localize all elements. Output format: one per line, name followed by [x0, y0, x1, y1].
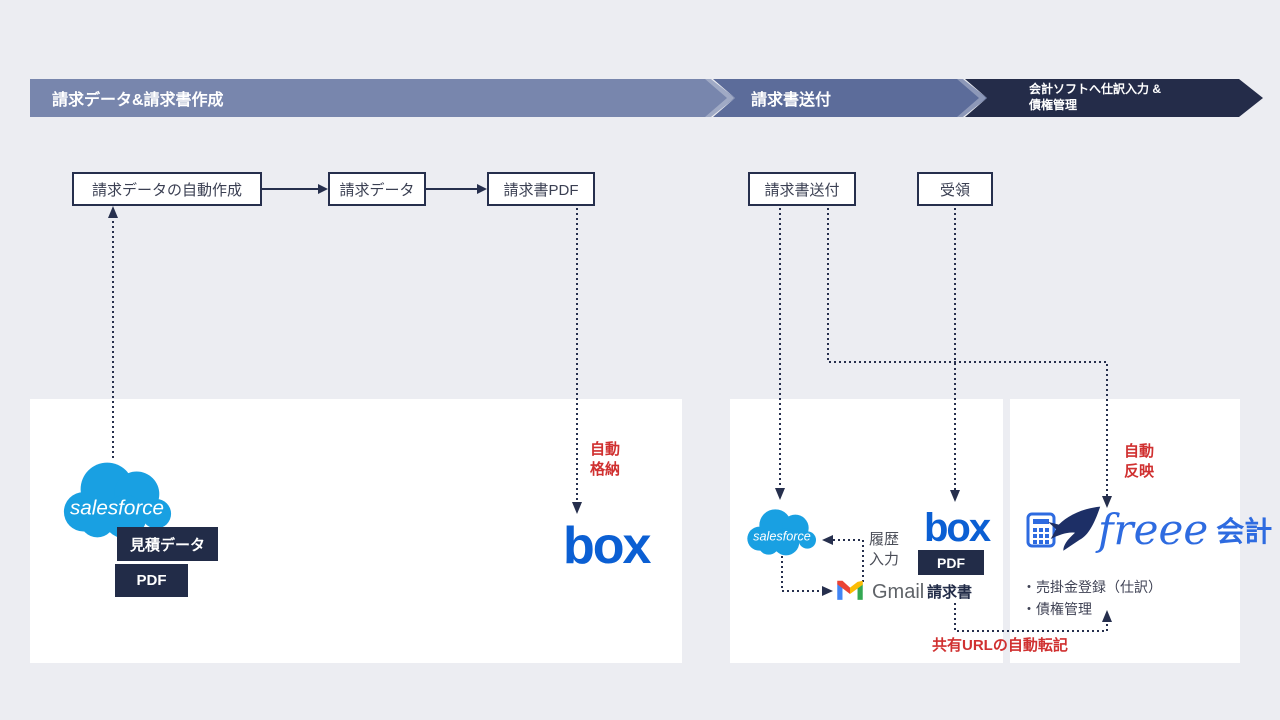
flow-box-label: 請求データの自動作成: [91, 181, 242, 199]
freee-logo: freee 会計: [1026, 506, 1272, 554]
tag-label: 見積データ: [129, 536, 205, 554]
tag-pdf: PDF: [918, 550, 984, 575]
flow-box-receive: 受領: [917, 172, 993, 206]
banner-step-label: 会計ソフトへ仕訳入力 & 債権管理: [1029, 82, 1162, 112]
note-auto-store: 自動 格納: [590, 441, 621, 479]
box-logo: box: [563, 517, 651, 575]
freee-feature-item: ・売掛金登録（仕訳）: [1022, 579, 1162, 595]
label-invoice: 請求書: [927, 584, 973, 601]
flow-box-label: 受領: [939, 181, 970, 199]
flow-box-invoice-send: 請求書送付: [748, 172, 856, 206]
tag-label: PDF: [937, 554, 965, 571]
freee-logo-text: freee: [1098, 505, 1209, 554]
flow-box-invoice-data: 請求データ: [328, 172, 426, 206]
tag-quote-data: 見積データ: [117, 527, 218, 561]
freee-logo-suffix: 会計: [1216, 516, 1273, 547]
banner-step-label: 請求データ&請求書作成: [52, 92, 224, 109]
flow-box-auto-create-invoice-data: 請求データの自動作成: [72, 172, 262, 206]
note-history-input: 履歴 入力: [869, 531, 900, 569]
flow-box-label: 請求書送付: [764, 181, 840, 199]
banner-step-accounting: 会計ソフトへ仕訳入力 & 債権管理: [965, 79, 1263, 117]
note-auto-reflect: 自動 反映: [1124, 443, 1155, 481]
freee-feature-item: ・債権管理: [1022, 600, 1092, 617]
flow-box-label: 請求書PDF: [503, 181, 579, 199]
calculator-icon: [1026, 512, 1056, 548]
box-logo: box: [924, 506, 991, 550]
freee-feature-list: ・売掛金登録（仕訳） ・債権管理: [1022, 577, 1162, 620]
salesforce-logo-text: salesforce: [753, 530, 811, 544]
banner-step-invoice-sending: 請求書送付: [713, 79, 987, 117]
banner-step-label: 請求書送付: [751, 92, 832, 109]
banner-step-invoice-creation: 請求データ&請求書作成: [30, 79, 735, 117]
arrow-data-to-pdf: [426, 184, 487, 194]
flow-box-invoice-pdf: 請求書PDF: [487, 172, 595, 206]
gmail-logo-icon: [837, 580, 863, 600]
flow-box-label: 請求データ: [339, 181, 415, 199]
swallow-bird-icon: [1048, 506, 1101, 551]
tag-label: PDF: [136, 572, 167, 589]
tag-pdf: PDF: [115, 564, 188, 597]
gmail-logo-text: Gmail: [872, 581, 925, 603]
salesforce-logo-text: salesforce: [70, 497, 164, 520]
arrow-create-to-data: [262, 184, 328, 194]
note-shared-url: 共有URLの自動転記: [932, 637, 1068, 654]
salesforce-logo-icon: salesforce: [747, 509, 816, 556]
